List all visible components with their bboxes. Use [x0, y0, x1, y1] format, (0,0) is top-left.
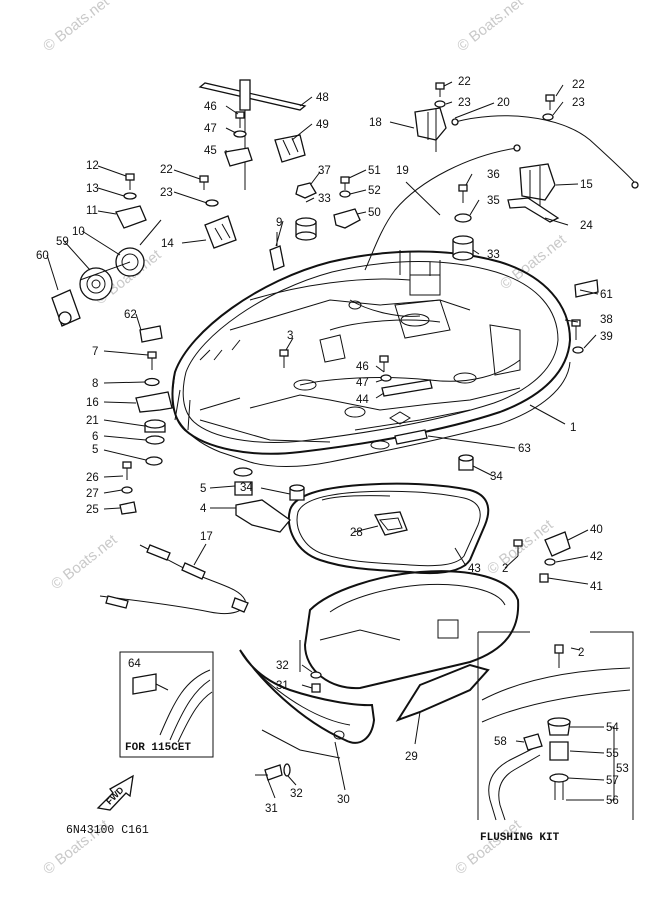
callout-63: 63 — [518, 443, 531, 455]
callout-45: 45 — [204, 145, 217, 157]
callout-47: 47 — [356, 377, 369, 389]
flushing-kit-label: FLUSHING KIT — [480, 832, 560, 844]
callout-26: 26 — [86, 472, 99, 484]
inset-115cet-label: FOR 115CET — [125, 742, 191, 754]
callout-64: 64 — [128, 658, 141, 670]
callout-20: 20 — [497, 97, 510, 109]
callout-27: 27 — [86, 488, 99, 500]
callout-24: 24 — [580, 220, 593, 232]
callout-37: 37 — [318, 165, 331, 177]
callout-32-lower: 32 — [290, 788, 303, 800]
callout-42: 42 — [590, 551, 603, 563]
callout-13: 13 — [86, 183, 99, 195]
callout-50: 50 — [368, 207, 381, 219]
watermark-bottom-right: © Boats.net — [452, 816, 525, 878]
callout-29: 29 — [405, 751, 418, 763]
callout-33-left: 33 — [318, 193, 331, 205]
callout-10: 10 — [72, 226, 85, 238]
callout-55: 55 — [606, 748, 619, 760]
cable-20 — [454, 115, 636, 184]
callout-30: 30 — [337, 794, 350, 806]
callout-53: 53 — [616, 763, 629, 775]
callout-36: 36 — [487, 169, 500, 181]
callout-31-upper: 31 — [276, 680, 289, 692]
callout-44: 44 — [356, 394, 369, 406]
callout-31-lower: 31 — [265, 803, 278, 815]
seal-43 — [287, 482, 490, 575]
callout-32-upper: 32 — [276, 660, 289, 672]
callout-33-right: 33 — [487, 249, 500, 261]
callout-6: 6 — [92, 431, 98, 443]
leader-lines — [46, 81, 599, 799]
callout-9: 9 — [276, 217, 282, 229]
watermark-mid-right: © Boats.net — [484, 516, 557, 578]
callout-8: 8 — [92, 378, 98, 390]
callout-21: 21 — [86, 415, 99, 427]
callout-16: 16 — [86, 397, 99, 409]
callout-22-left: 22 — [160, 164, 173, 176]
callout-61: 61 — [600, 289, 613, 301]
callout-18: 18 — [369, 117, 382, 129]
callout-40: 40 — [590, 524, 603, 536]
callout-11: 11 — [86, 205, 98, 217]
callout-48: 48 — [316, 92, 329, 104]
inset-flushing-kit: FLUSHING KIT — [477, 631, 634, 844]
callout-2: 2 — [502, 563, 508, 575]
callout-41: 41 — [590, 581, 603, 593]
callout-12: 12 — [86, 160, 99, 172]
callout-52: 52 — [368, 185, 381, 197]
callout-1: 1 — [570, 422, 576, 434]
callout-46-top: 46 — [204, 101, 217, 113]
callout-5: 5 — [92, 444, 98, 456]
callout-7: 7 — [92, 346, 98, 358]
watermark-top-left: © Boats.net — [40, 0, 113, 55]
callout-59: 59 — [56, 236, 69, 248]
callout-14: 14 — [161, 238, 174, 250]
callout-25: 25 — [86, 504, 99, 516]
callout-35: 35 — [487, 195, 500, 207]
callout-5-lower: 5 — [200, 483, 206, 495]
callout-47-top: 47 — [204, 123, 217, 135]
callout-43: 43 — [468, 563, 481, 575]
callout-23-center: 23 — [458, 97, 471, 109]
callout-34-left: 34 — [240, 482, 253, 494]
callout-62: 62 — [124, 309, 137, 321]
callout-17: 17 — [200, 531, 213, 543]
callout-23-left: 23 — [160, 187, 173, 199]
part-shapes — [51, 79, 639, 781]
callout-22-center: 22 — [458, 76, 471, 88]
callout-58: 58 — [494, 736, 507, 748]
callout-23-right: 23 — [572, 97, 585, 109]
callout-39: 39 — [600, 331, 613, 343]
callout-57: 57 — [606, 775, 619, 787]
watermark-mid-left: © Boats.net — [48, 531, 121, 593]
callout-56: 56 — [606, 795, 619, 807]
callout-46: 46 — [356, 361, 369, 373]
callout-3: 3 — [287, 330, 293, 342]
diagram-code: 6N43100 C161 — [66, 824, 149, 837]
callout-49: 49 — [316, 119, 329, 131]
callout-19: 19 — [396, 165, 409, 177]
callout-numbers: 1 2 2 3 4 5 5 6 7 8 9 10 11 12 13 14 15 … — [36, 76, 629, 815]
callout-22-right: 22 — [572, 79, 585, 91]
callout-38: 38 — [600, 314, 613, 326]
callout-15: 15 — [580, 179, 593, 191]
callout-51: 51 — [368, 165, 381, 177]
watermark-center: © Boats.net — [497, 231, 570, 293]
callout-2-flushing: 2 — [578, 647, 584, 659]
inset-115cet: 64 FOR 115CET — [119, 651, 214, 758]
callout-54: 54 — [606, 722, 619, 734]
plate-28 — [374, 511, 408, 536]
callout-34-right: 34 — [490, 471, 503, 483]
callout-4: 4 — [200, 503, 207, 515]
callout-60: 60 — [36, 250, 49, 262]
fwd-arrow: FWD — [96, 774, 134, 811]
callout-28: 28 — [350, 527, 363, 539]
watermark-top-right: © Boats.net — [454, 0, 527, 55]
cable-19 — [364, 147, 518, 271]
